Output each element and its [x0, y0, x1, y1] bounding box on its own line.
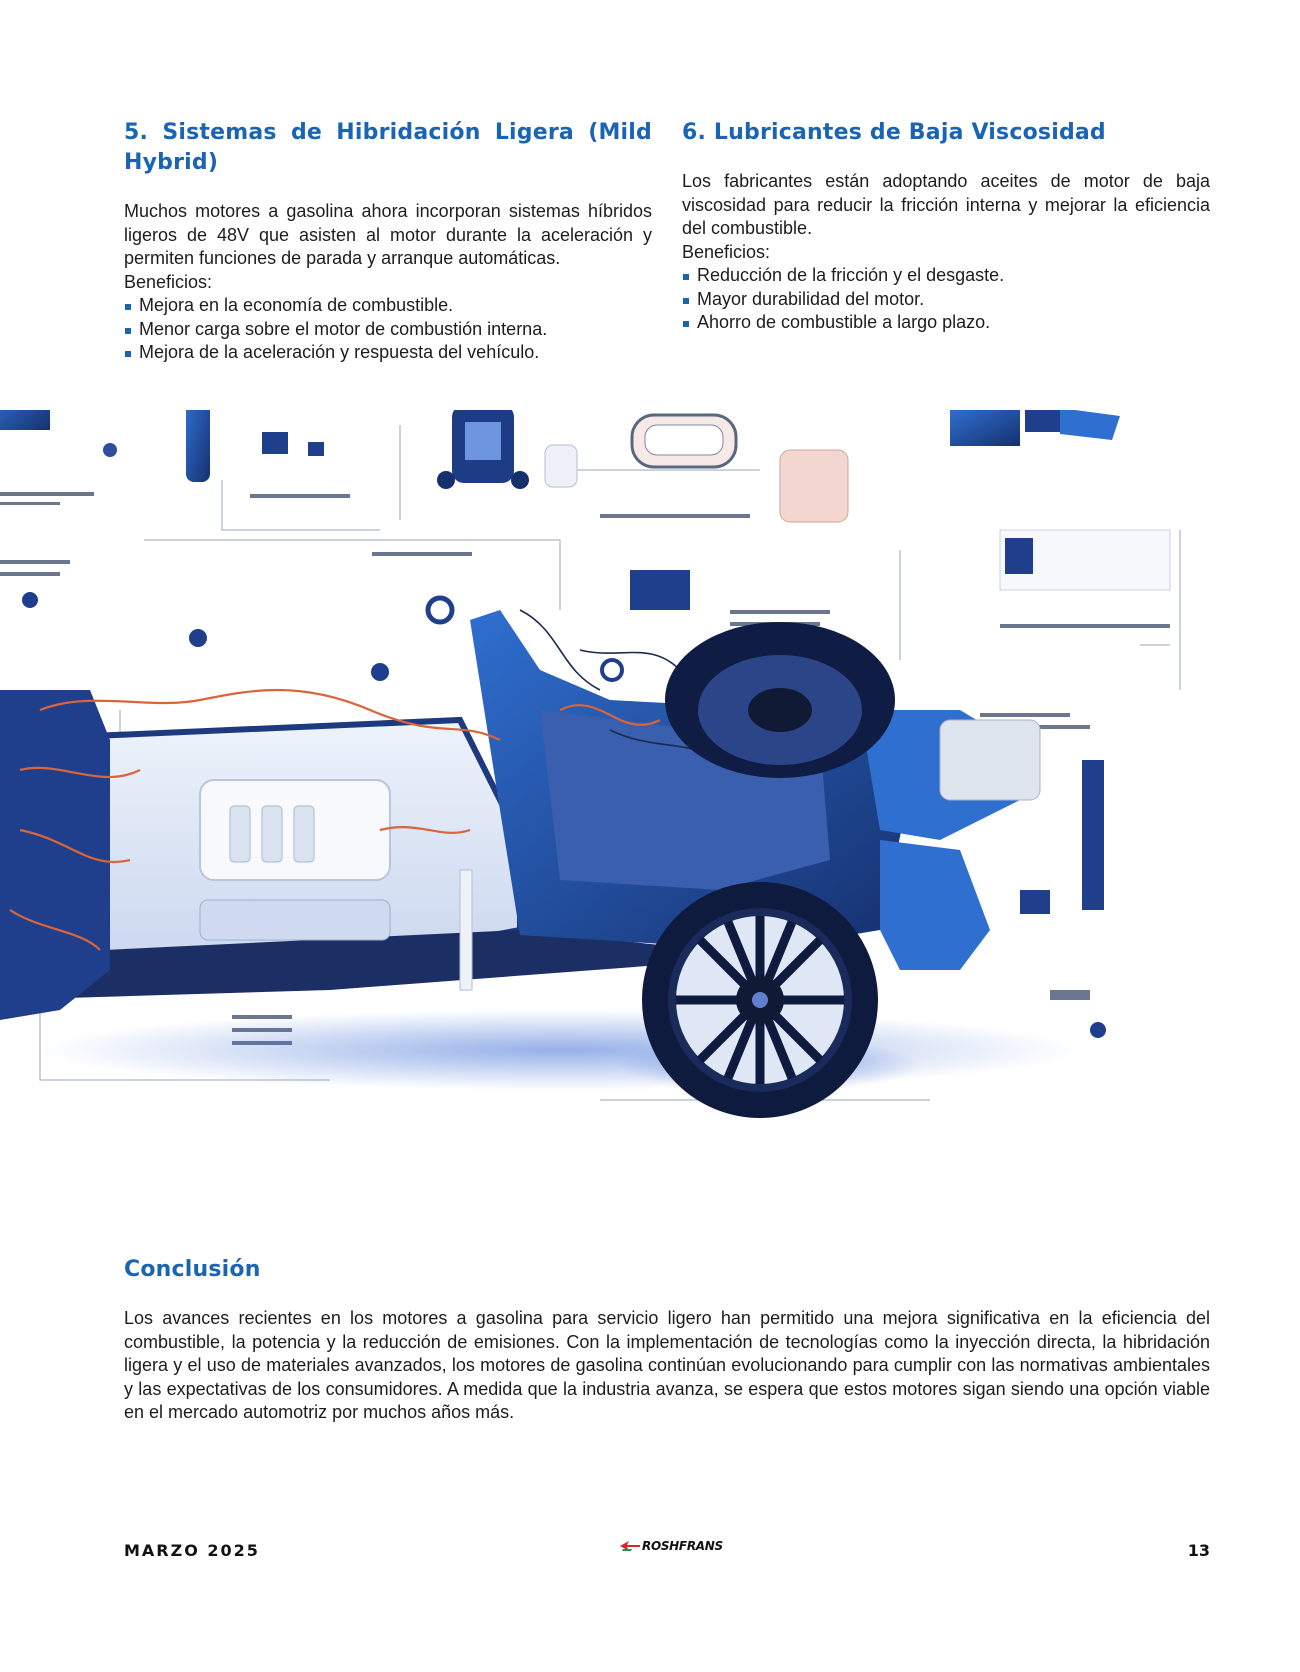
section-body: Muchos motores a gasolina ahora incorpor… [124, 201, 652, 268]
benefits-list: Mejora en la economía de combustible. Me… [124, 294, 652, 365]
bullet-square-icon [683, 321, 689, 327]
list-item: Menor carga sobre el motor de combustión… [124, 318, 652, 342]
benefits-label: Beneficios: [124, 271, 213, 292]
section-body: Los fabricantes están adoptando aceites … [682, 171, 1210, 238]
list-item: Mejora en la economía de combustible. [124, 294, 652, 318]
issue-date: MARZO 2025 [124, 1541, 260, 1560]
bullet-square-icon [125, 304, 131, 310]
list-item: Mayor durabilidad del motor. [682, 288, 1210, 312]
section-mild-hybrid: 5. Sistemas de Hibridación Ligera (Mild … [124, 118, 652, 365]
brand-logo: ROSHFRANS [620, 1539, 723, 1553]
section-heading: Conclusión [124, 1257, 261, 1282]
bullet-square-icon [683, 274, 689, 280]
list-item: Ahorro de combustible a largo plazo. [682, 311, 1210, 335]
bullet-square-icon [683, 297, 689, 304]
bullet-square-icon [125, 327, 131, 334]
page-number: 13 [1187, 1541, 1210, 1560]
brand-name: ROSHFRANS [642, 1539, 723, 1553]
exploded-parts [0, 410, 1171, 910]
benefits-label: Beneficios: [682, 241, 771, 262]
front-wheel [642, 882, 878, 1118]
benefits-list: Reducción de la fricción y el desgaste. … [682, 264, 1210, 335]
vehicle-chassis-illustration [0, 410, 1181, 1118]
section-low-viscosity: 6. Lubricantes de Baja Viscosidad Los fa… [682, 118, 1210, 335]
roshfrans-logo-icon [620, 1541, 640, 1551]
list-item: Mejora de la aceleración y respuesta del… [124, 341, 652, 365]
rear-wheel [665, 622, 895, 778]
page-footer: MARZO 2025 ROSHFRANS 13 [0, 1539, 1300, 1571]
section-heading: 5. Sistemas de Hibridación Ligera (Mild … [124, 120, 652, 175]
bullet-square-icon [125, 351, 131, 357]
section-heading: 6. Lubricantes de Baja Viscosidad [682, 120, 1106, 145]
list-item: Reducción de la fricción y el desgaste. [682, 264, 1210, 288]
section-body: Los avances recientes en los motores a g… [124, 1308, 1210, 1422]
section-conclusion: Conclusión Los avances recientes en los … [124, 1255, 1210, 1425]
